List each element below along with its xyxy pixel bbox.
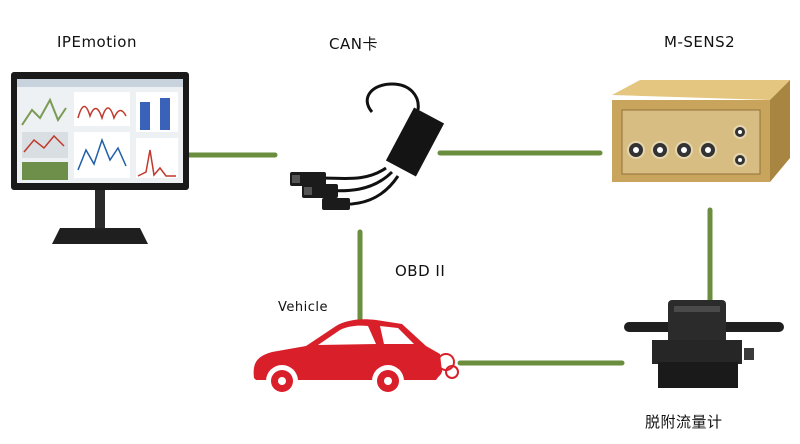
ipemotion-label: IPEmotion [57, 33, 137, 51]
obd-ii-label: OBD II [395, 262, 446, 280]
can-card-label: CAN卡 [329, 35, 378, 53]
monitor-icon [11, 72, 189, 244]
flowmeter-label: 脱附流量计 [645, 413, 723, 431]
vehicle-label: Vehicle [278, 300, 328, 315]
measurement-module-icon [612, 80, 790, 182]
vehicle-icon [253, 319, 442, 397]
flowmeter-icon [624, 300, 784, 388]
m-sens2-label: M-SENS2 [664, 33, 736, 51]
can-interface-icon [290, 82, 445, 210]
connection-lines [185, 150, 713, 366]
exhaust-puff-icon [426, 353, 459, 379]
